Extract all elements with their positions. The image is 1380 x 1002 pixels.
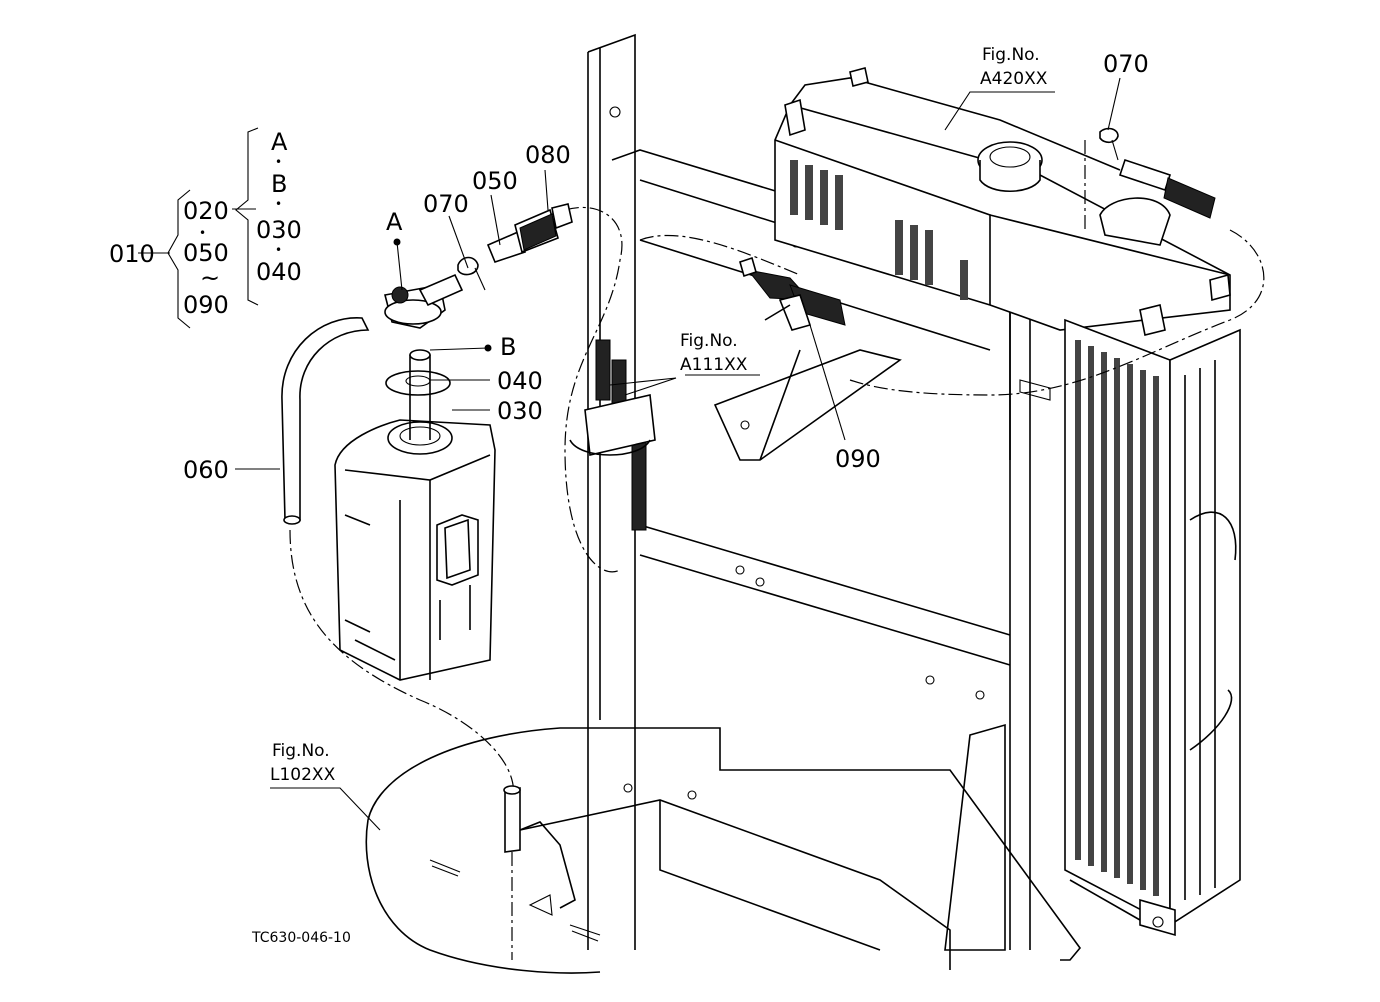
fig-no-frame-code: A111XX [680,355,748,375]
label-050: 050 [472,167,518,195]
label-030: 030 [497,397,543,425]
radiator [774,67,1241,937]
label-group-dot-3: • [275,197,282,211]
fig-no-frame-title: Fig.No. [680,331,738,351]
label-group-dot-4: • [275,243,282,257]
label-090: 090 [835,445,881,473]
mounting-bracket [713,349,1006,951]
label-ref-b: B [500,333,516,361]
fig-no-floor-code: L102XX [270,765,336,785]
hose-fitting-assembly [457,203,573,291]
springs [569,127,1216,531]
label-group-040: 040 [256,258,302,286]
label-010: 010 [109,240,155,268]
label-group-050: 050 [183,239,229,267]
label-group-dot-2: • [275,155,282,169]
labels: 010 020 • 050 ~ 090 A • B • 030 • 040 A … [109,45,1149,946]
label-070-right: 070 [1103,50,1149,78]
floor-plate [365,727,1082,974]
fig-no-radiator-code: A420XX [980,69,1048,89]
label-080: 080 [525,141,571,169]
label-040: 040 [497,367,543,395]
leader-lines [138,77,1121,831]
label-group-a: A [271,128,288,156]
label-070-left: 070 [423,190,469,218]
label-group-090: 090 [183,291,229,319]
label-ref-a: A [386,208,403,236]
fig-no-radiator-title: Fig.No. [982,45,1040,65]
label-group-b: B [271,170,287,198]
label-group-020: 020 [183,197,229,225]
fig-no-floor-title: Fig.No. [272,741,330,761]
label-group-030: 030 [256,216,302,244]
label-group-dot-1: • [199,226,206,240]
hoses [281,140,1265,960]
reserve-tank [334,273,496,681]
drawing-code: TC630-046-10 [251,930,351,946]
label-060: 060 [183,456,229,484]
label-group-tilde: ~ [200,264,220,292]
